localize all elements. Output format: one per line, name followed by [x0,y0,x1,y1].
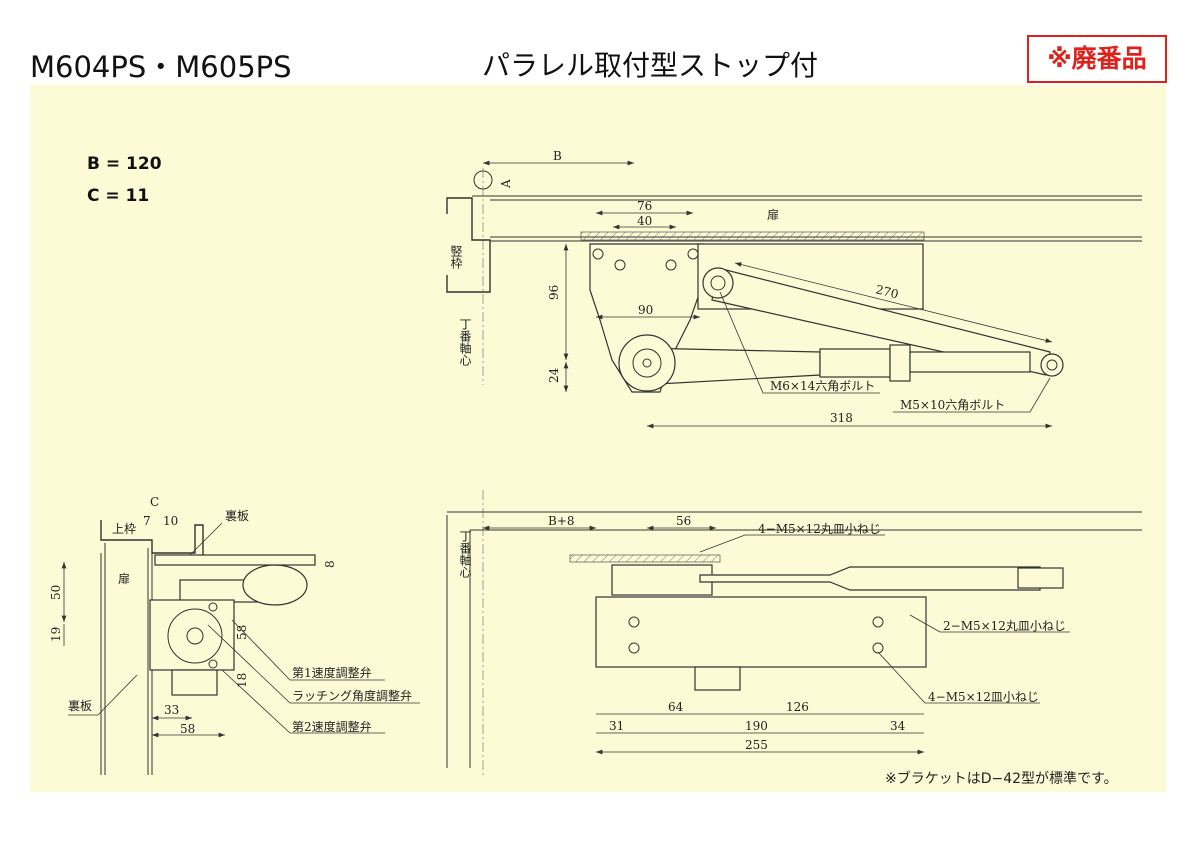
bolt-m5-callout: M5×10六角ボルト [900,398,1005,412]
screw-top-callout: 4−M5×12丸皿小ねじ [758,522,881,536]
screw-bottom-callout: 4−M5×12皿小ねじ [928,690,1039,704]
latch-valve-label: ラッチング角度調整弁 [292,688,412,703]
dim-58-vertical: 58 [235,625,249,640]
dim-34: 34 [890,719,906,733]
door-leaf [472,195,1142,242]
dim-190: 190 [745,719,768,733]
param-b: B = 120 [87,154,162,174]
dim-40: 40 [637,214,652,228]
model-number: M604PS・M605PS [30,50,292,84]
dim-10: 10 [163,514,178,528]
dim-b: B [553,149,562,163]
footnote: ※ブラケットはD−42型が標準です。 [885,771,1118,787]
top-view: B A 扉 竪枠 丁番軸心 76 40 96 24 90 270 318 M6×… [446,149,1142,429]
dim-76: 76 [637,199,652,213]
screw-side-callout: 2−M5×12丸皿小ねじ [943,619,1066,633]
dim-255: 255 [745,738,768,752]
dim-96: 96 [547,285,561,300]
dim-90: 90 [638,303,653,317]
dim-270: 270 [874,282,900,301]
speed-valve-1-label: 第1速度調整弁 [292,665,372,680]
speed-valve-2-label: 第2速度調整弁 [292,719,372,734]
closer-body-front [595,596,927,668]
discontinued-badge: ※廃番品 [1027,35,1167,83]
bolt-m6-callout: M6×14六角ボルト [770,379,875,393]
hinge-axis-label: 丁番軸心 [458,318,472,366]
bracket-plate [569,554,721,563]
dim-a: A [499,179,513,189]
dim-318: 318 [830,411,853,425]
dim-c: C [150,495,159,509]
dim-b-plus-8: B+8 [548,514,575,528]
dim-56: 56 [676,514,691,528]
dim-8: 8 [323,560,337,568]
dim-58: 58 [180,722,195,736]
dim-19: 19 [49,627,63,642]
dim-7: 7 [143,514,151,528]
door-reinforcement [580,231,925,241]
dim-24: 24 [547,367,561,383]
head-frame-label: 上枠 [112,522,136,536]
dim-50: 50 [49,585,63,600]
hinge-axis-label-front: 丁番軸心 [458,530,472,578]
drawing-panel [30,85,1166,792]
dim-64: 64 [668,700,684,714]
closer-body-side [149,599,235,671]
door-section [100,543,153,775]
dim-31: 31 [609,719,624,733]
door-label: 扉 [767,208,779,222]
back-plate-top-label: 裏板 [225,508,249,523]
dim-126: 126 [786,700,809,714]
arm-front [699,566,1041,591]
side-view: 上枠 扉 C 7 10 裏板 50 19 8 58 18 裏板 33 58 第1… [49,495,420,775]
arm-plate [154,554,316,566]
jamb-frame [446,197,491,293]
frame-front [446,511,1142,768]
front-view: 丁番軸心 B+8 56 4−M5×12丸皿小ねじ 2−M5×12丸皿小ねじ 4−… [446,490,1142,775]
dim-18: 18 [235,673,249,688]
param-c: C = 11 [87,186,150,206]
page-title: パラレル取付型ストップ付 [482,49,819,82]
jamb-label: 竪枠 [449,245,463,269]
dim-33: 33 [164,703,179,717]
head-frame [100,520,204,562]
door-label-side: 扉 [118,572,130,586]
back-plate-label: 裏板 [68,698,92,713]
